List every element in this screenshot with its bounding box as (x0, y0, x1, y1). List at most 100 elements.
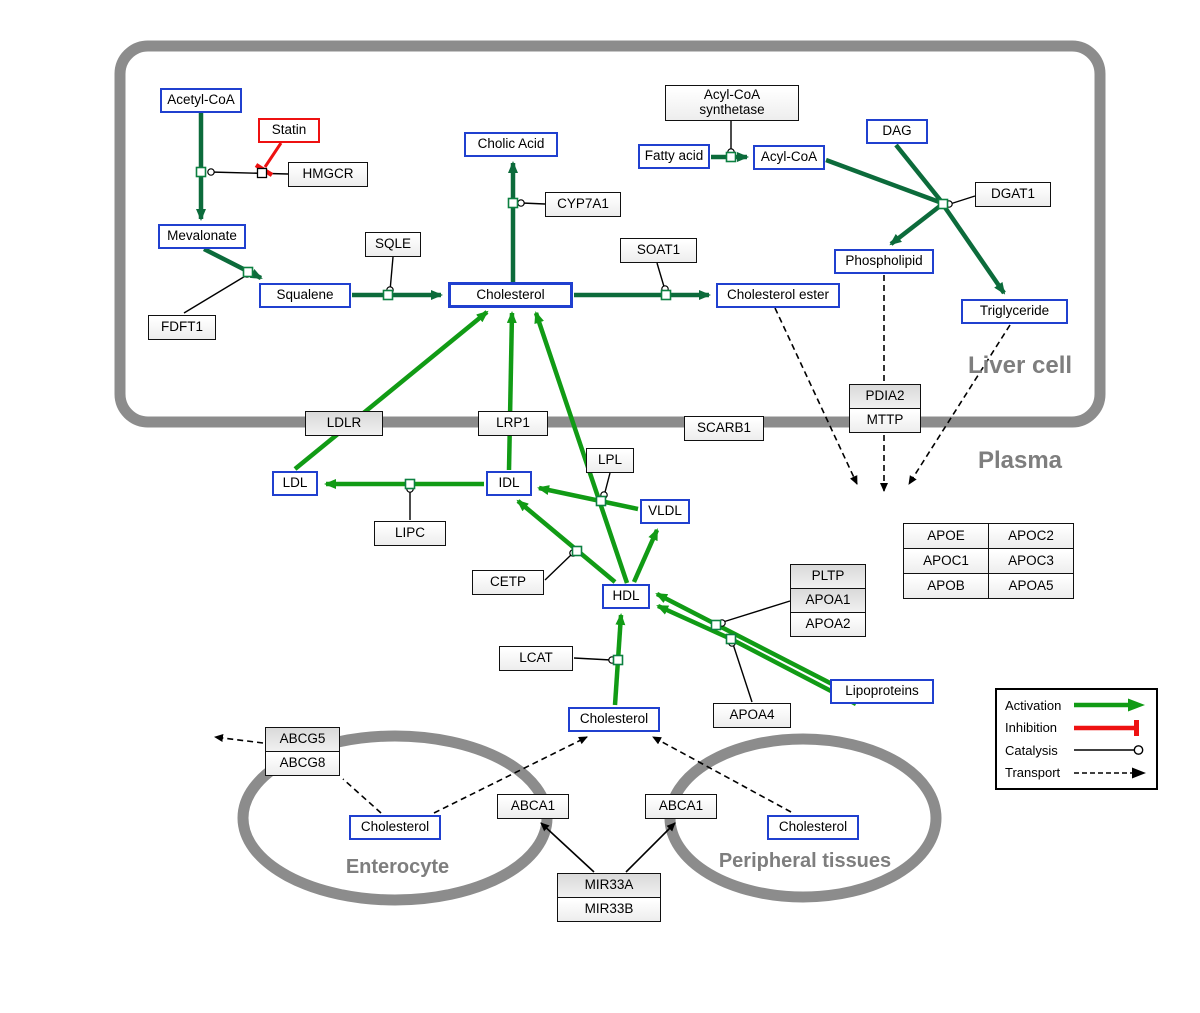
node-idl[interactable]: IDL (486, 471, 532, 496)
node-apoa5[interactable]: APOA5 (988, 573, 1074, 599)
edge-mir33-to-abca1-peripheral (625, 822, 676, 873)
node-apoa4[interactable]: APOA4 (713, 703, 791, 728)
node-lipc[interactable]: LIPC (374, 521, 446, 546)
node-lipoproteins[interactable]: Lipoproteins (830, 679, 934, 704)
edge-ldl-to-liver-cholesterol (293, 310, 489, 471)
node-apob[interactable]: APOB (903, 573, 989, 599)
node-sqle[interactable]: SQLE (365, 232, 421, 257)
node-apoa1[interactable]: APOA1 (790, 588, 866, 613)
node-vldl[interactable]: VLDL (640, 499, 690, 524)
transport-enterocyte-cholesterol-to-plasma (433, 736, 588, 814)
reaction-anchors (195, 151, 949, 666)
edge-lipoproteins-to-hdl-upper (655, 591, 834, 687)
node-mir33a[interactable]: MIR33A (557, 873, 661, 898)
node-hdl[interactable]: HDL (602, 584, 650, 609)
hmgcr-catalysis-anchor (256, 167, 268, 179)
node-mir33b[interactable]: MIR33B (557, 897, 661, 922)
catalysis-fdft1 (183, 274, 248, 314)
regulation-edges (540, 822, 676, 873)
legend-activation-label: Activation (1005, 697, 1062, 713)
node-cholesterol-ester[interactable]: Cholesterol ester (716, 283, 840, 308)
edge-dag-to-dgat1-junction (894, 143, 943, 203)
node-acyl-coa-synthetase[interactable]: Acyl-CoA synthetase (665, 85, 799, 121)
node-dag[interactable]: DAG (866, 119, 928, 144)
node-lrp1[interactable]: LRP1 (478, 411, 548, 436)
node-abca1-enterocyte[interactable]: ABCA1 (497, 794, 569, 819)
node-apoc1[interactable]: APOC1 (903, 548, 989, 574)
node-mevalonate[interactable]: Mevalonate (158, 224, 246, 249)
node-apoa2[interactable]: APOA2 (790, 612, 866, 637)
catalysis-hmgcr (209, 171, 289, 175)
node-lpl[interactable]: LPL (586, 448, 634, 473)
edge-hdl-to-liver-cholesterol (533, 311, 630, 584)
enterocyte-label: Enterocyte (345, 856, 450, 878)
legend-row-catalysis: Catalysis (1005, 741, 1148, 759)
node-acetyl-coa[interactable]: Acetyl-CoA (160, 88, 242, 113)
node-soat1[interactable]: SOAT1 (620, 238, 697, 263)
node-apoc3[interactable]: APOC3 (988, 548, 1074, 574)
node-acyl-coa[interactable]: Acyl-CoA (753, 145, 825, 170)
legend-catalysis-label: Catalysis (1005, 742, 1058, 758)
activation-edges (293, 310, 858, 706)
node-cyp7a1[interactable]: CYP7A1 (545, 192, 621, 217)
node-fatty-acid[interactable]: Fatty acid (638, 144, 710, 169)
node-cholesterol-liver[interactable]: Cholesterol (448, 282, 573, 308)
node-triglyceride[interactable]: Triglyceride (961, 299, 1068, 324)
node-cholesterol-peripheral[interactable]: Cholesterol (767, 815, 859, 840)
node-abca1-peripheral[interactable]: ABCA1 (645, 794, 717, 819)
node-ldl[interactable]: LDL (272, 471, 318, 496)
edge-hdl-to-vldl (631, 528, 660, 583)
node-statin[interactable]: Statin (258, 118, 320, 143)
catalysis-dgat1 (949, 195, 976, 205)
node-cholesterol-enterocyte[interactable]: Cholesterol (349, 815, 441, 840)
transport-cholesterolester-to-plasma (774, 307, 858, 485)
legend-row-activation: Activation (1005, 696, 1148, 714)
node-mttp[interactable]: MTTP (849, 408, 921, 433)
catalysis-edges (183, 121, 976, 703)
node-squalene[interactable]: Squalene (259, 283, 351, 308)
catalysis-cetp (544, 553, 573, 581)
legend: Activation Inhibition Catalysis Transpor… (995, 688, 1158, 790)
node-phospholipid[interactable]: Phospholipid (834, 249, 934, 274)
node-hmgcr[interactable]: HMGCR (288, 162, 368, 187)
node-lcat[interactable]: LCAT (499, 646, 573, 671)
node-pdia2[interactable]: PDIA2 (849, 384, 921, 409)
node-cholic-acid[interactable]: Cholic Acid (464, 132, 558, 157)
node-abcg5[interactable]: ABCG5 (265, 727, 340, 752)
node-scarb1[interactable]: SCARB1 (684, 416, 764, 441)
transport-triglyceride-to-plasma (908, 324, 1011, 485)
liver-cell-label: Liver cell (967, 352, 1073, 379)
transport-edges (214, 275, 1011, 814)
transport-abcg-efflux (214, 734, 264, 744)
node-apoe[interactable]: APOE (903, 523, 989, 549)
activation-arrow-icon (1074, 698, 1145, 712)
legend-transport-label: Transport (1005, 765, 1061, 781)
node-pltp[interactable]: PLTP (790, 564, 866, 589)
node-cetp[interactable]: CETP (472, 570, 544, 595)
edge-idl-to-liver-cholesterol (506, 311, 517, 471)
catalysis-lcat (573, 657, 612, 661)
node-fdft1[interactable]: FDFT1 (148, 315, 216, 340)
transport-enterocyte-cholesterol-to-abcg (342, 778, 382, 814)
edge-dgat1-junction-to-phospholipid (889, 204, 942, 246)
edge-vldl-to-idl (537, 485, 639, 512)
transport-dashed-arrow-icon (1074, 767, 1146, 779)
edge-hdl-to-idl (516, 499, 617, 584)
node-cholesterol-plasma[interactable]: Cholesterol (568, 707, 660, 732)
catalysis-apoa4 (732, 643, 753, 703)
transport-peripheral-cholesterol-to-plasma (652, 736, 792, 813)
catalysis-circle-icon (1074, 745, 1144, 756)
edge-acylcoa-to-dgat1-junction (825, 157, 943, 206)
edge-mir33-to-abca1-enterocyte (540, 822, 595, 873)
node-abcg8[interactable]: ABCG8 (265, 751, 340, 776)
legend-row-inhibition: Inhibition (1005, 719, 1148, 737)
node-ldlr[interactable]: LDLR (305, 411, 383, 436)
catalysis-cyp7a1 (521, 202, 546, 205)
node-dgat1[interactable]: DGAT1 (975, 182, 1051, 207)
catalysis-sqle (389, 256, 394, 292)
peripheral-tissues-label: Peripheral tissues (718, 850, 892, 872)
node-apoc2[interactable]: APOC2 (988, 523, 1074, 549)
